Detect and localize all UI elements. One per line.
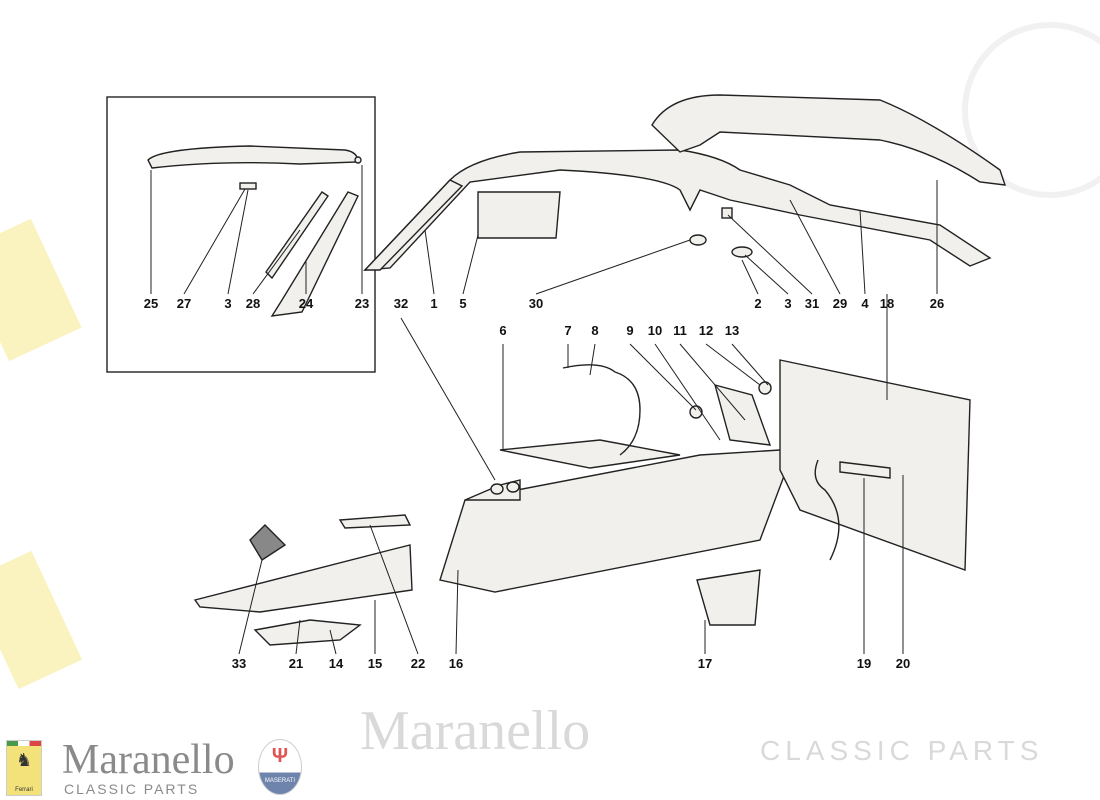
center-console (439, 449, 791, 593)
callout-label: 3 (224, 296, 232, 311)
callout-label: 8 (591, 323, 599, 338)
callout-label: 17 (697, 656, 713, 671)
callout-label: 26 (929, 296, 945, 311)
callout-label: 9 (626, 323, 634, 338)
callout-label: 18 (879, 296, 895, 311)
callout-label: 30 (528, 296, 544, 311)
callout-label: 19 (856, 656, 872, 671)
logo-subtitle: CLASSIC PARTS (64, 781, 200, 797)
courtesy-light (731, 246, 753, 258)
inset-headliner (147, 145, 359, 169)
light-lens (689, 234, 707, 246)
callout-label: 21 (288, 656, 304, 671)
badge (249, 524, 287, 561)
callout-label: 27 (176, 296, 192, 311)
watermark-sub: CLASSIC PARTS (760, 735, 1044, 766)
inset-pillar-trim (270, 191, 359, 317)
grommet (689, 405, 703, 419)
watermark-brand: Maranello (360, 700, 591, 762)
callout-label: 3 (784, 296, 792, 311)
callout-label: 28 (245, 296, 261, 311)
callout-label: 31 (804, 296, 820, 311)
sun-visor (477, 191, 561, 239)
callout-label: 13 (724, 323, 740, 338)
wiring (562, 364, 641, 456)
console-plate (499, 439, 681, 469)
callout-label: 12 (698, 323, 714, 338)
callout-label: 24 (298, 296, 314, 311)
harness (814, 459, 840, 561)
callout-label: 29 (832, 296, 848, 311)
a-pillar-trim (363, 179, 464, 271)
switch (721, 207, 733, 219)
console-lid (714, 384, 772, 446)
rear-header-trim (651, 94, 1007, 186)
inset-handle (239, 182, 257, 190)
callout-label: 1 (430, 296, 438, 311)
callout-label: 11 (673, 323, 687, 338)
callout-label: 15 (367, 656, 383, 671)
button (758, 381, 772, 395)
callout-label: 20 (895, 656, 911, 671)
stowage-bin (696, 569, 761, 626)
inset-frame (106, 96, 376, 373)
callout-label: 2 (754, 296, 762, 311)
inset-clip (354, 156, 362, 164)
callout-label: 7 (564, 323, 572, 338)
callout-label: 14 (328, 656, 344, 671)
leader-lines (150, 165, 938, 655)
callout-label: 4 (861, 296, 869, 311)
callout-label: 22 (410, 656, 426, 671)
ferrari-badge-icon: ♞ Ferrari (6, 740, 42, 796)
headliner (363, 149, 992, 271)
callout-label: 6 (499, 323, 507, 338)
callout-label: 25 (143, 296, 159, 311)
tunnel-cover (193, 544, 413, 613)
callout-label: 32 (393, 296, 409, 311)
logo-title: Maranello (62, 737, 235, 783)
switch-panel (839, 461, 891, 479)
side-panel (779, 359, 971, 571)
inset-strip (265, 191, 329, 280)
callout-label: 33 (231, 656, 247, 671)
callout-label: 10 (647, 323, 663, 338)
callout-label: 23 (354, 296, 370, 311)
callout-label: 16 (448, 656, 464, 671)
cover-plate (338, 514, 412, 529)
mat (253, 619, 362, 646)
callout-label: 5 (459, 296, 467, 311)
